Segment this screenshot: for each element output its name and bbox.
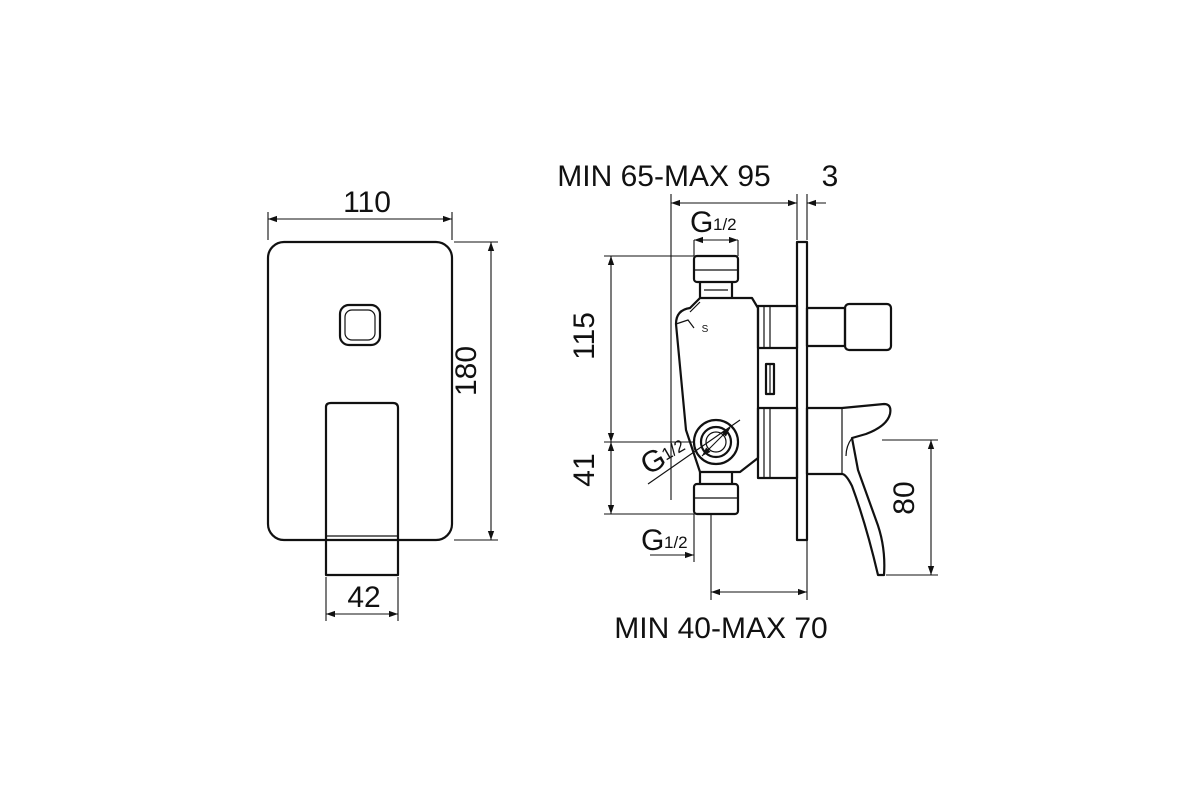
brand-mark: S [702,324,709,335]
bottom-thread-fraction: 1/2 [664,533,688,552]
spout-height-label: 80 [888,481,921,514]
wall-plate [795,240,809,542]
top-thread-main: G [690,206,713,239]
lever-side-curve [845,437,853,457]
lever-side [805,402,892,577]
diverter-knob [805,306,847,348]
diverter-button [338,303,382,347]
valve-body-detail [675,301,701,329]
top-inlet-neck [698,282,734,298]
side-inlet-mid [699,425,733,459]
side-thread-dimension [701,427,731,457]
bottom-thread-main: G [641,524,664,557]
top-inlet-fitting [692,254,740,284]
lower-height-label: 41 [568,453,601,486]
top-thread-fraction: 1/2 [713,215,737,234]
plate-thickness-label: 3 [822,160,839,193]
handle-width-label: 42 [347,581,380,614]
bottom-outlet-neck [698,472,734,484]
cover-plate-outline [266,240,454,542]
lever-handle [324,401,400,577]
upper-height-label: 115 [568,312,601,360]
side-view: S MIN 65-MAX 9 [557,160,938,645]
lower-shaft [756,406,799,480]
diverter-cap [843,302,893,352]
height-label: 180 [450,346,483,396]
width-label: 110 [343,186,391,219]
bottom-outlet-fitting [692,482,740,516]
outlet-range-label: MIN 40-MAX 70 [614,612,827,645]
front-view: 110 180 42 [266,186,498,621]
side-thread-group: G 1/2 [635,436,688,482]
valve-body [674,296,760,474]
diverter-button-inner [344,309,376,341]
depth-range-label: MIN 65-MAX 95 [557,160,770,193]
upper-shaft [756,304,799,350]
